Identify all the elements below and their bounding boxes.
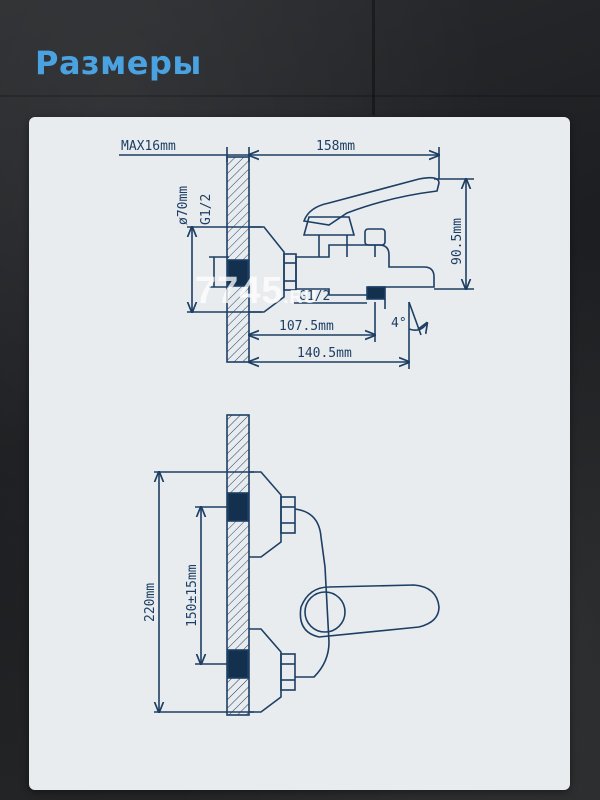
label-thread-spout: G1/2 — [299, 289, 330, 304]
background-seam — [0, 95, 600, 97]
label-axis-distance: 150±15mm — [185, 564, 200, 627]
label-max-thickness: MAX16mm — [121, 139, 176, 154]
mixer-body-front — [294, 508, 330, 678]
union-nut-upper — [280, 496, 296, 534]
page-title: Размеры — [35, 44, 202, 82]
label-spout-offset: 107.5mm — [279, 319, 334, 334]
label-height-total: 220mm — [143, 583, 158, 622]
site-watermark: 7745.RU — [195, 270, 318, 313]
label-diameter: ø70mm — [176, 186, 191, 225]
watermark-brand: 7745 — [195, 270, 284, 312]
label-height-spout: 90.5mm — [450, 218, 465, 265]
eccentric-connector-upper — [227, 492, 249, 522]
lever-hub — [304, 591, 346, 633]
cartridge-cap — [302, 216, 356, 236]
eccentric-connector — [227, 259, 249, 287]
union-nut-lower — [280, 653, 296, 691]
label-thread-left: G1/2 — [199, 194, 214, 225]
label-total-depth: 140.5mm — [297, 346, 352, 361]
angle-arc — [408, 323, 427, 330]
escutcheon-upper — [249, 471, 282, 558]
label-width-total: 158mm — [316, 139, 355, 154]
background-seam — [372, 0, 375, 115]
faucet-dimension-diagram: MAX16mm 158mm ø70mm G1/2 90.5mm G1/2 4° … — [119, 139, 474, 716]
eccentric-connector-lower — [227, 649, 249, 679]
label-angle: 4° — [391, 316, 407, 331]
lever-handle-front — [299, 584, 440, 638]
wall-bottom — [226, 414, 250, 716]
watermark-suffix: .RU — [283, 287, 318, 307]
spout-outlet — [366, 286, 386, 300]
diagram-panel: MAX16mm 158mm ø70mm G1/2 90.5mm G1/2 4° … — [29, 117, 570, 790]
diverter-knob — [364, 228, 386, 246]
lever-handle — [302, 176, 440, 226]
escutcheon-lower — [249, 628, 282, 713]
